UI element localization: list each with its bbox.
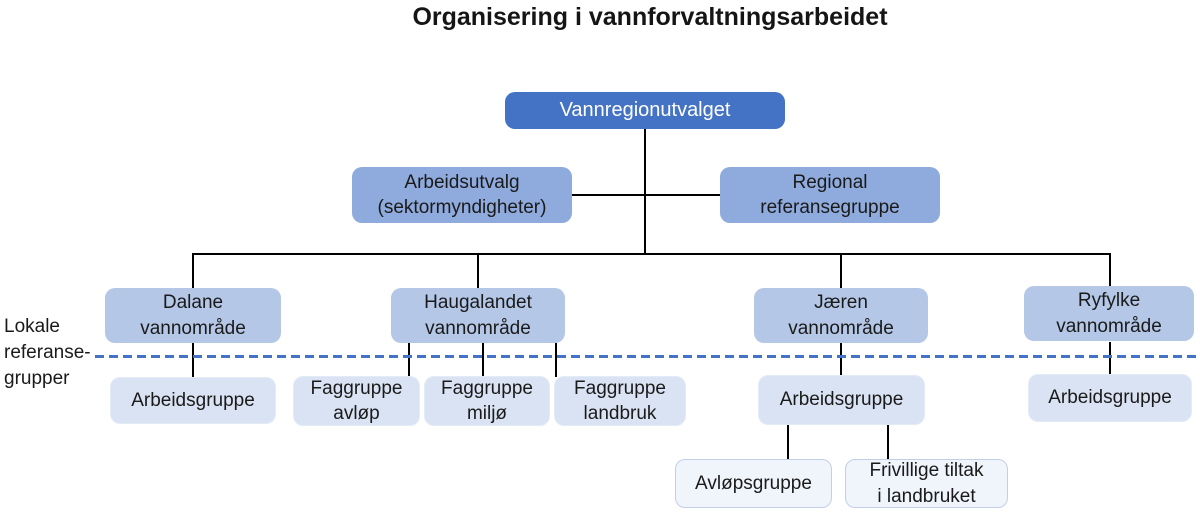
node-frivillige-tiltak: Frivillige tiltak i landbruket — [845, 459, 1008, 508]
connector-haugalandet-avlop — [408, 343, 410, 377]
node-faggruppe-miljo: Faggruppe miljø — [424, 376, 550, 426]
connector-drop-ryfylke — [1109, 254, 1111, 287]
connector-main-horizontal — [192, 253, 1111, 255]
node-arbeidsgruppe-ryfylke: Arbeidsgruppe — [1028, 374, 1192, 422]
chart-title: Organisering i vannforvaltningsarbeidet — [412, 3, 888, 31]
node-arbeidsgruppe-dalane: Arbeidsgruppe — [110, 377, 276, 424]
connector-arbjaeren-avlopsgruppe — [787, 425, 789, 459]
node-arbeidsutvalg: Arbeidsutvalg (sektormyndigheter) — [352, 167, 572, 223]
connector-dalane-arbeidsgruppe — [192, 343, 194, 377]
node-faggruppe-avlop: Faggruppe avløp — [293, 376, 420, 426]
node-dalane-vannomrade: Dalane vannområde — [105, 288, 281, 343]
connector-haugalandet-miljo — [482, 343, 484, 377]
connector-jaeren-arbeidsgruppe — [840, 343, 842, 375]
connector-haugalandet-landbruk — [555, 343, 557, 377]
connector-stub-arbeidsutvalg — [571, 194, 645, 196]
connector-drop-dalane — [192, 254, 194, 289]
connector-stub-regional — [645, 194, 721, 196]
connector-ryfylke-arbeidsgruppe — [1109, 342, 1111, 374]
connector-root-vertical — [644, 128, 646, 255]
node-arbeidsgruppe-jaeren: Arbeidsgruppe — [758, 375, 925, 425]
node-regional-referansegruppe: Regional referansegruppe — [720, 167, 940, 223]
lokale-referansegrupper-label: Lokale referanse- grupper — [4, 316, 91, 389]
node-avlopsgruppe: Avløpsgruppe — [675, 459, 832, 508]
node-jaeren-vannomrade: Jæren vannområde — [754, 288, 928, 343]
node-haugalandet-vannomrade: Haugalandet vannområde — [391, 288, 565, 343]
connector-drop-jaeren — [840, 254, 842, 289]
node-faggruppe-landbruk: Faggruppe landbruk — [554, 376, 686, 426]
node-vannregionutvalget: Vannregionutvalget — [505, 92, 785, 129]
connector-drop-haugalandet — [477, 254, 479, 289]
connector-arbjaeren-frivillige — [887, 425, 889, 459]
node-ryfylke-vannomrade: Ryfylke vannområde — [1024, 286, 1194, 341]
lokale-referansegrupper-divider — [95, 355, 1200, 358]
